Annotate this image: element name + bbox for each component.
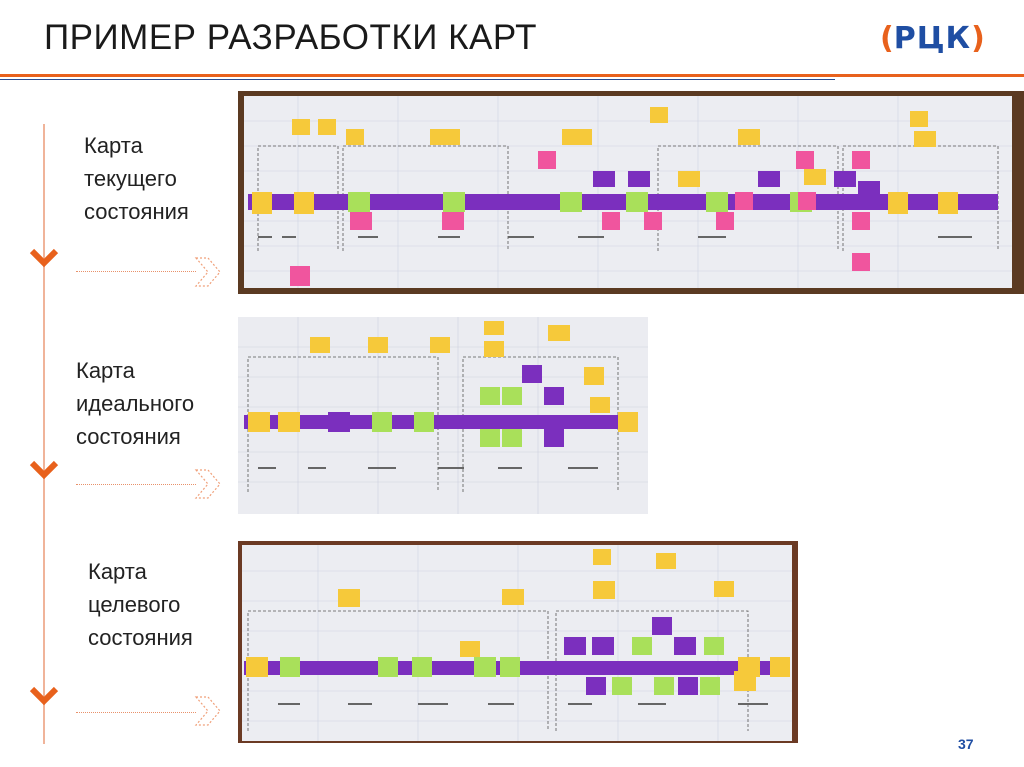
label-line: Карта: [88, 559, 147, 584]
chevron-right-outline-icon: [194, 696, 221, 726]
chevron-right-outline-icon: [194, 469, 221, 499]
chevron-right-outline-icon: [194, 257, 221, 287]
connector-dotted-line: [76, 484, 196, 485]
map-label-ideal: Карта идеального состояния: [76, 354, 194, 453]
label-line: текущего: [84, 166, 177, 191]
target-state-map-photo: [238, 541, 798, 743]
logo-word: РЦК: [893, 20, 972, 56]
slide-title: ПРИМЕР РАЗРАБОТКИ КАРТ: [44, 18, 538, 57]
label-line: состояния: [84, 199, 189, 224]
label-line: Карта: [84, 133, 143, 158]
map-label-target: Карта целевого состояния: [88, 555, 193, 654]
label-line: идеального: [76, 391, 195, 416]
chevron-down-icon: [29, 460, 59, 480]
page-number: 37: [958, 736, 974, 752]
current-state-map-photo: [238, 91, 1024, 294]
label-line: состояния: [76, 424, 181, 449]
connector-dotted-line: [76, 271, 196, 272]
ideal-state-map-photo: [238, 317, 648, 514]
logo-left-bracket: (: [880, 20, 894, 56]
logo-right-bracket: ): [971, 20, 985, 56]
connector-dotted-line: [76, 712, 196, 713]
label-line: состояния: [88, 625, 193, 650]
map-label-current: Карта текущего состояния: [84, 129, 189, 228]
header-blue-rule: [0, 79, 835, 80]
chevron-down-icon: [29, 248, 59, 268]
label-line: Карта: [76, 358, 135, 383]
label-line: целевого: [88, 592, 181, 617]
header-orange-rule: [0, 74, 1024, 77]
rck-logo: ( РЦК ): [880, 18, 985, 58]
chevron-down-icon: [29, 686, 59, 706]
timeline-line: [43, 124, 45, 744]
